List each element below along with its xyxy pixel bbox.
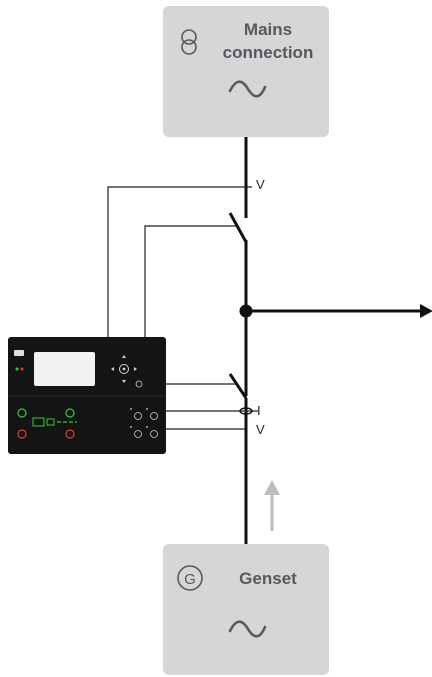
stop-button-icon[interactable] [17,429,27,439]
auto-button-icon[interactable] [150,412,158,420]
genset-box[interactable]: G Genset [163,544,329,675]
mains-voltage-label: V [256,177,265,192]
genset-current-label: I [257,403,261,418]
load-output-arrow [246,304,432,318]
back-button-icon[interactable] [135,380,143,388]
mode-button-icon[interactable] [150,430,158,438]
power-flow-arrow [264,480,280,531]
controller-display [34,352,95,386]
engine-control-buttons[interactable] [17,408,77,439]
mains-title-line1: Mains [244,20,292,39]
transformer-icon [181,29,197,55]
breaker-status-icon [46,418,55,426]
close-breaker-button-icon[interactable] [65,408,75,418]
status-led-icon [20,367,24,371]
genset-title: Genset [239,569,297,588]
open-breaker-button-icon[interactable] [65,429,75,439]
main-busbar [228,137,248,545]
mains-connection-box[interactable]: Mains connection [163,6,329,137]
mains-ac-symbol [228,80,267,98]
nav-right-icon[interactable] [134,367,137,371]
controller-unit[interactable] [8,337,166,454]
nav-left-icon[interactable] [111,367,114,371]
controller-logo [14,350,24,356]
generator-icon: G [177,565,203,591]
genset-ac-symbol [228,620,267,638]
start-button-icon[interactable] [17,408,27,418]
current-transformer [239,407,253,415]
navigation-keypad[interactable] [111,355,143,388]
mode-button-icon[interactable] [134,412,142,420]
genset-voltage-label: V [256,422,265,437]
mode-buttons[interactable] [130,408,158,438]
genset-status-icon [32,417,45,427]
signal-wires [107,186,258,430]
nav-up-icon[interactable] [122,355,126,358]
mode-button-icon[interactable] [134,430,142,438]
mains-title-line2: connection [223,43,314,62]
nav-down-icon[interactable] [122,380,126,383]
status-led-icon [15,367,19,371]
generator-icon-letter: G [184,571,196,588]
